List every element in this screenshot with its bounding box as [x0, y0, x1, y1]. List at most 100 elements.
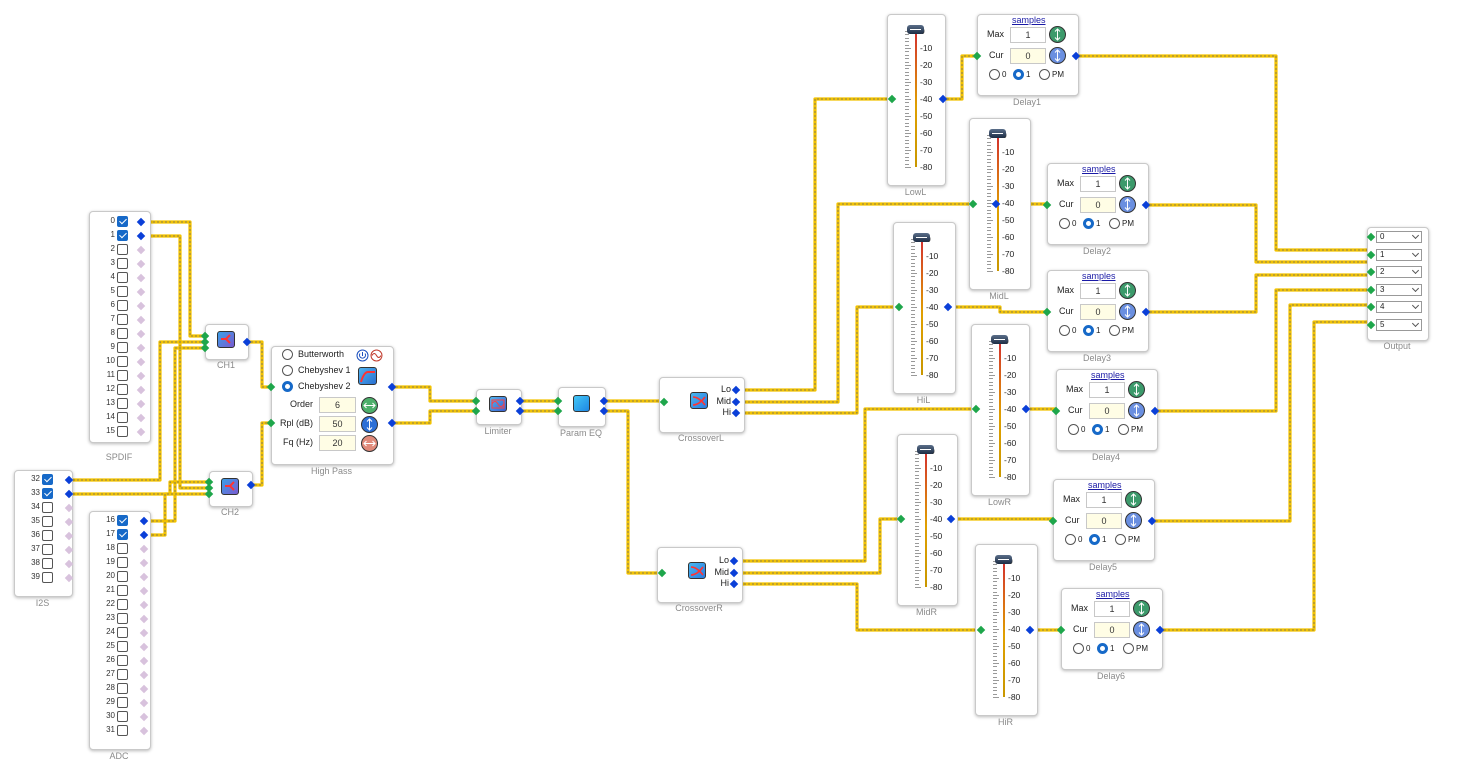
up-down-arrows-icon[interactable] [1133, 621, 1150, 638]
channel-checkbox[interactable] [117, 683, 128, 694]
delay-mode-radio[interactable] [1109, 325, 1120, 336]
channel-checkbox[interactable] [117, 258, 128, 269]
channel-checkbox[interactable] [117, 655, 128, 666]
cur-value-field[interactable]: 0 [1089, 403, 1125, 419]
channel-checkbox[interactable] [42, 516, 53, 527]
fader-track[interactable] [999, 341, 1001, 477]
parameq-block[interactable] [558, 387, 606, 427]
filter-type-radio[interactable] [282, 349, 293, 360]
max-value-field[interactable]: 1 [1080, 283, 1116, 299]
max-value-field[interactable]: 1 [1080, 176, 1116, 192]
fader-knob[interactable] [913, 233, 930, 242]
delay-mode-radio[interactable] [1073, 643, 1084, 654]
channel-checkbox[interactable] [117, 286, 128, 297]
channel-checkbox[interactable] [117, 543, 128, 554]
up-down-arrows-icon[interactable] [1119, 196, 1136, 213]
up-down-arrows-icon[interactable] [1128, 381, 1145, 398]
delay-mode-radio[interactable] [1083, 325, 1094, 336]
delay-mode-radio[interactable] [1118, 424, 1129, 435]
channel-checkbox[interactable] [42, 572, 53, 583]
up-down-arrows-icon[interactable] [1119, 282, 1136, 299]
samples-link[interactable]: samples [1096, 589, 1130, 599]
up-down-arrows-icon[interactable] [1125, 491, 1142, 508]
channel-checkbox[interactable] [117, 356, 128, 367]
fader-knob[interactable] [917, 445, 934, 454]
channel-checkbox[interactable] [117, 426, 128, 437]
fader-track[interactable] [921, 239, 923, 375]
channel-checkbox[interactable] [117, 697, 128, 708]
up-down-arrows-icon[interactable] [1049, 26, 1066, 43]
channel-checkbox[interactable] [42, 558, 53, 569]
channel-checkbox[interactable] [42, 530, 53, 541]
channel-checkbox[interactable] [117, 711, 128, 722]
channel-checkbox[interactable] [117, 328, 128, 339]
up-down-arrows-icon[interactable] [1049, 47, 1066, 64]
channel-checkbox[interactable] [117, 641, 128, 652]
delay-mode-radio[interactable] [1059, 218, 1070, 229]
delay-mode-radio[interactable] [1097, 643, 1108, 654]
power-sine-icon[interactable] [356, 349, 384, 362]
fader-knob[interactable] [907, 25, 924, 34]
channel-checkbox[interactable] [42, 544, 53, 555]
delay-mode-radio[interactable] [1115, 534, 1126, 545]
channel-checkbox[interactable] [117, 384, 128, 395]
channel-checkbox[interactable] [117, 300, 128, 311]
channel-checkbox[interactable] [117, 585, 128, 596]
fader-knob[interactable] [991, 335, 1008, 344]
param-value-field[interactable]: 6 [319, 397, 356, 413]
delay-mode-radio[interactable] [1013, 69, 1024, 80]
up-down-arrows-icon[interactable] [361, 416, 378, 433]
highpass-curve-icon[interactable] [358, 367, 377, 385]
output-channel-select[interactable]: 2 [1376, 266, 1422, 278]
delay-mode-radio[interactable] [1039, 69, 1050, 80]
samples-link[interactable]: samples [1082, 271, 1116, 281]
filter-type-radio[interactable] [282, 381, 293, 392]
up-down-arrows-icon[interactable] [1125, 512, 1142, 529]
cur-value-field[interactable]: 0 [1080, 197, 1116, 213]
output-channel-select[interactable]: 3 [1376, 283, 1422, 296]
delay-mode-radio[interactable] [1092, 424, 1103, 435]
channel-checkbox[interactable] [117, 669, 128, 680]
channel-checkbox[interactable] [117, 613, 128, 624]
channel-checkbox[interactable] [117, 314, 128, 325]
delay-mode-radio[interactable] [1068, 424, 1079, 435]
cur-value-field[interactable]: 0 [1080, 304, 1116, 320]
fader-track[interactable] [925, 451, 927, 587]
cur-value-field[interactable]: 0 [1010, 48, 1046, 64]
channel-checkbox[interactable] [117, 370, 128, 381]
left-right-arrows-icon[interactable] [361, 435, 378, 452]
filter-type-radio[interactable] [282, 365, 293, 376]
fader-track[interactable] [1003, 561, 1005, 697]
fader-knob[interactable] [989, 129, 1006, 138]
samples-link[interactable]: samples [1088, 480, 1122, 490]
max-value-field[interactable]: 1 [1010, 27, 1046, 43]
delay-mode-radio[interactable] [1059, 325, 1070, 336]
param-value-field[interactable]: 50 [319, 416, 356, 432]
max-value-field[interactable]: 1 [1094, 601, 1130, 617]
channel-checkbox[interactable] [117, 725, 128, 736]
output-channel-select[interactable]: 0 [1376, 231, 1422, 243]
fader-track[interactable] [915, 31, 917, 167]
output-channel-select[interactable]: 4 [1376, 301, 1422, 313]
channel-checkbox[interactable] [117, 627, 128, 638]
cur-value-field[interactable]: 0 [1086, 513, 1122, 529]
delay-mode-radio[interactable] [989, 69, 1000, 80]
delay-mode-radio[interactable] [1089, 534, 1100, 545]
output-channel-select[interactable]: 1 [1376, 248, 1422, 261]
delay-mode-radio[interactable] [1109, 218, 1120, 229]
max-value-field[interactable]: 1 [1086, 492, 1122, 508]
up-down-arrows-icon[interactable] [1119, 175, 1136, 192]
channel-checkbox[interactable] [117, 412, 128, 423]
delay-mode-radio[interactable] [1083, 218, 1094, 229]
channel-checkbox[interactable] [117, 571, 128, 582]
channel-checkbox[interactable] [117, 216, 128, 227]
channel-checkbox[interactable] [117, 529, 128, 540]
max-value-field[interactable]: 1 [1089, 382, 1125, 398]
channel-checkbox[interactable] [42, 474, 53, 485]
channel-checkbox[interactable] [117, 342, 128, 353]
up-down-arrows-icon[interactable] [1119, 303, 1136, 320]
channel-checkbox[interactable] [117, 557, 128, 568]
channel-checkbox[interactable] [117, 244, 128, 255]
output-channel-select[interactable]: 5 [1376, 318, 1422, 331]
up-down-arrows-icon[interactable] [1128, 402, 1145, 419]
